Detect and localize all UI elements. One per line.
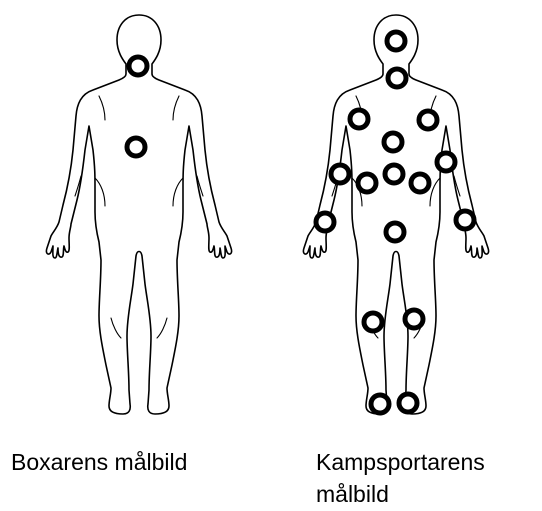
martial-artist-target-right-ribs [411,174,429,192]
martial-artist-target-left-ankle [371,395,389,413]
boxer-target-neck [129,57,147,75]
boxer-target-solar-plexus [127,138,145,156]
martial-artist-target-left-knee [364,313,382,331]
martial-artist-target-right-elbow [437,153,455,171]
boxer-figure [46,15,231,414]
boxer-caption: Boxarens målbild [11,446,187,478]
martial-artist-target-neck [388,69,406,87]
martial-artist-caption-line-2: målbild [316,478,389,510]
martial-artist-caption-line-1: Kampsportarens [316,446,485,478]
martial-artist-target-head [387,32,405,50]
martial-artist-target-right-shoulder [419,111,437,129]
martial-artist-figure [303,15,488,414]
martial-artist-targets [316,32,474,413]
boxer-targets [127,57,147,156]
martial-artist-target-right-knee [405,310,423,328]
martial-artist-target-right-wrist [456,211,474,229]
martial-artist-target-solar-plexus [385,165,403,183]
martial-artist-target-left-ribs [358,174,376,192]
martial-artist-target-left-shoulder [350,110,368,128]
martial-artist-target-chest [384,133,402,151]
martial-artist-target-left-wrist [316,213,334,231]
martial-artist-target-right-ankle [399,394,417,412]
martial-artist-target-groin [386,223,404,241]
martial-artist-target-left-elbow [331,165,349,183]
